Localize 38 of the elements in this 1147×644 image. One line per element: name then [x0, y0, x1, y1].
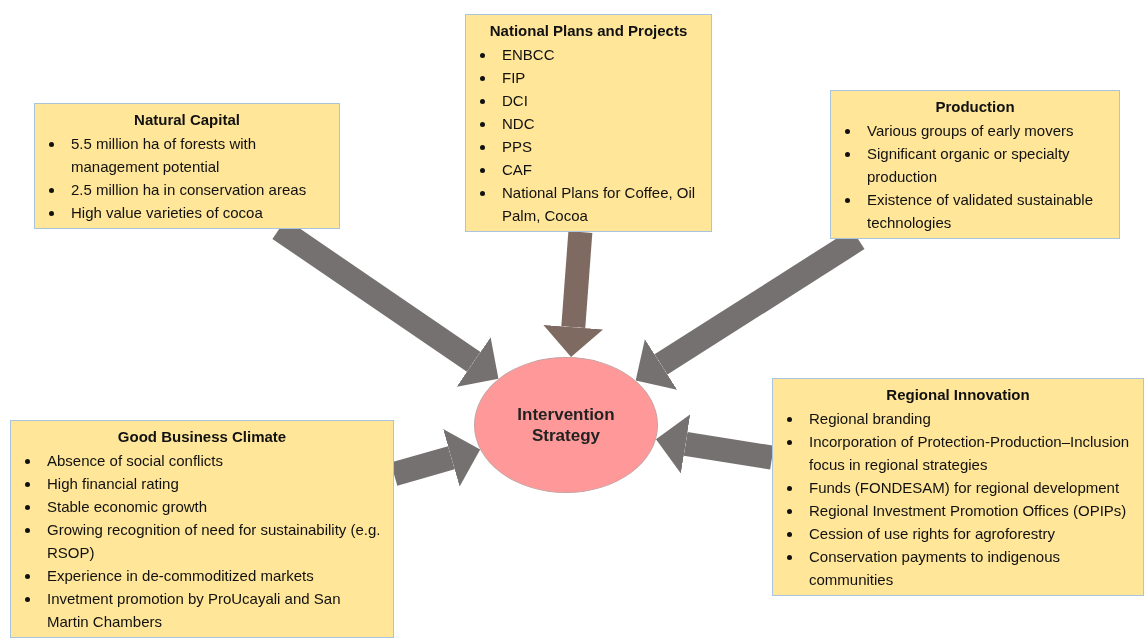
bullet-text: High financial rating: [47, 474, 179, 494]
bullet-text: Stable economic growth: [47, 497, 208, 517]
bullet-text: Experience in de-commoditized markets: [47, 566, 314, 586]
bullet-text: Incorporation of Protection-Production–Inclusion focus in regional strategies: [809, 432, 1131, 475]
bullet-text: Significant organic or specialty production: [867, 144, 1071, 187]
block-arrow: [543, 231, 604, 358]
box-heading: National Plans and Projects: [488, 21, 689, 41]
info-box: [10, 420, 394, 638]
block-arrow: [655, 414, 774, 474]
bullet-text: 5.5 million ha of forests with management potential: [71, 134, 258, 177]
bullet-text: Various groups of early movers: [867, 121, 1074, 141]
info-box: [772, 378, 1144, 596]
info-box: [465, 14, 712, 232]
bullet-text: National Plans for Coffee, Oil Palm, Cocoa: [502, 183, 697, 226]
bullet-text: Regional Investment Promotion Offices (OPIPs): [809, 501, 1127, 521]
box-heading: Good Business Climate: [116, 427, 288, 447]
bullet-text: ENBCC: [502, 45, 555, 65]
node-title: Intervention Strategy: [516, 403, 616, 447]
bullet-text: CAF: [502, 160, 532, 180]
info-box: [34, 103, 340, 229]
bullet-text: Funds (FONDESAM) for regional development: [809, 478, 1120, 498]
bullet-text: Regional branding: [809, 409, 931, 429]
bullet-text: FIP: [502, 68, 526, 88]
info-box: [830, 90, 1120, 239]
bullet-text: High value varieties of cocoa: [71, 203, 263, 223]
box-heading: Production: [934, 97, 1016, 117]
bullet-text: Cession of use rights for agroforestry: [809, 524, 1055, 544]
bullet-text: Existence of validated sustainable technologies: [867, 190, 1094, 233]
bullet-text: Conservation payments to indigenous communities: [809, 547, 1061, 590]
bullet-text: 2.5 million ha in conservation areas: [71, 180, 307, 200]
bullet-text: Absence of social conflicts: [47, 451, 223, 471]
bullet-text: Invetment promotion by ProUcayali and San Martin Chambers: [47, 589, 342, 632]
box-heading: Regional Innovation: [885, 385, 1031, 405]
box-heading: Natural Capital: [133, 110, 241, 130]
bullet-text: NDC: [502, 114, 535, 134]
bullet-text: Growing recognition of need for sustainability (e.g. RSOP): [47, 520, 382, 563]
bullet-text: DCI: [502, 91, 528, 111]
bullet-text: PPS: [502, 137, 532, 157]
